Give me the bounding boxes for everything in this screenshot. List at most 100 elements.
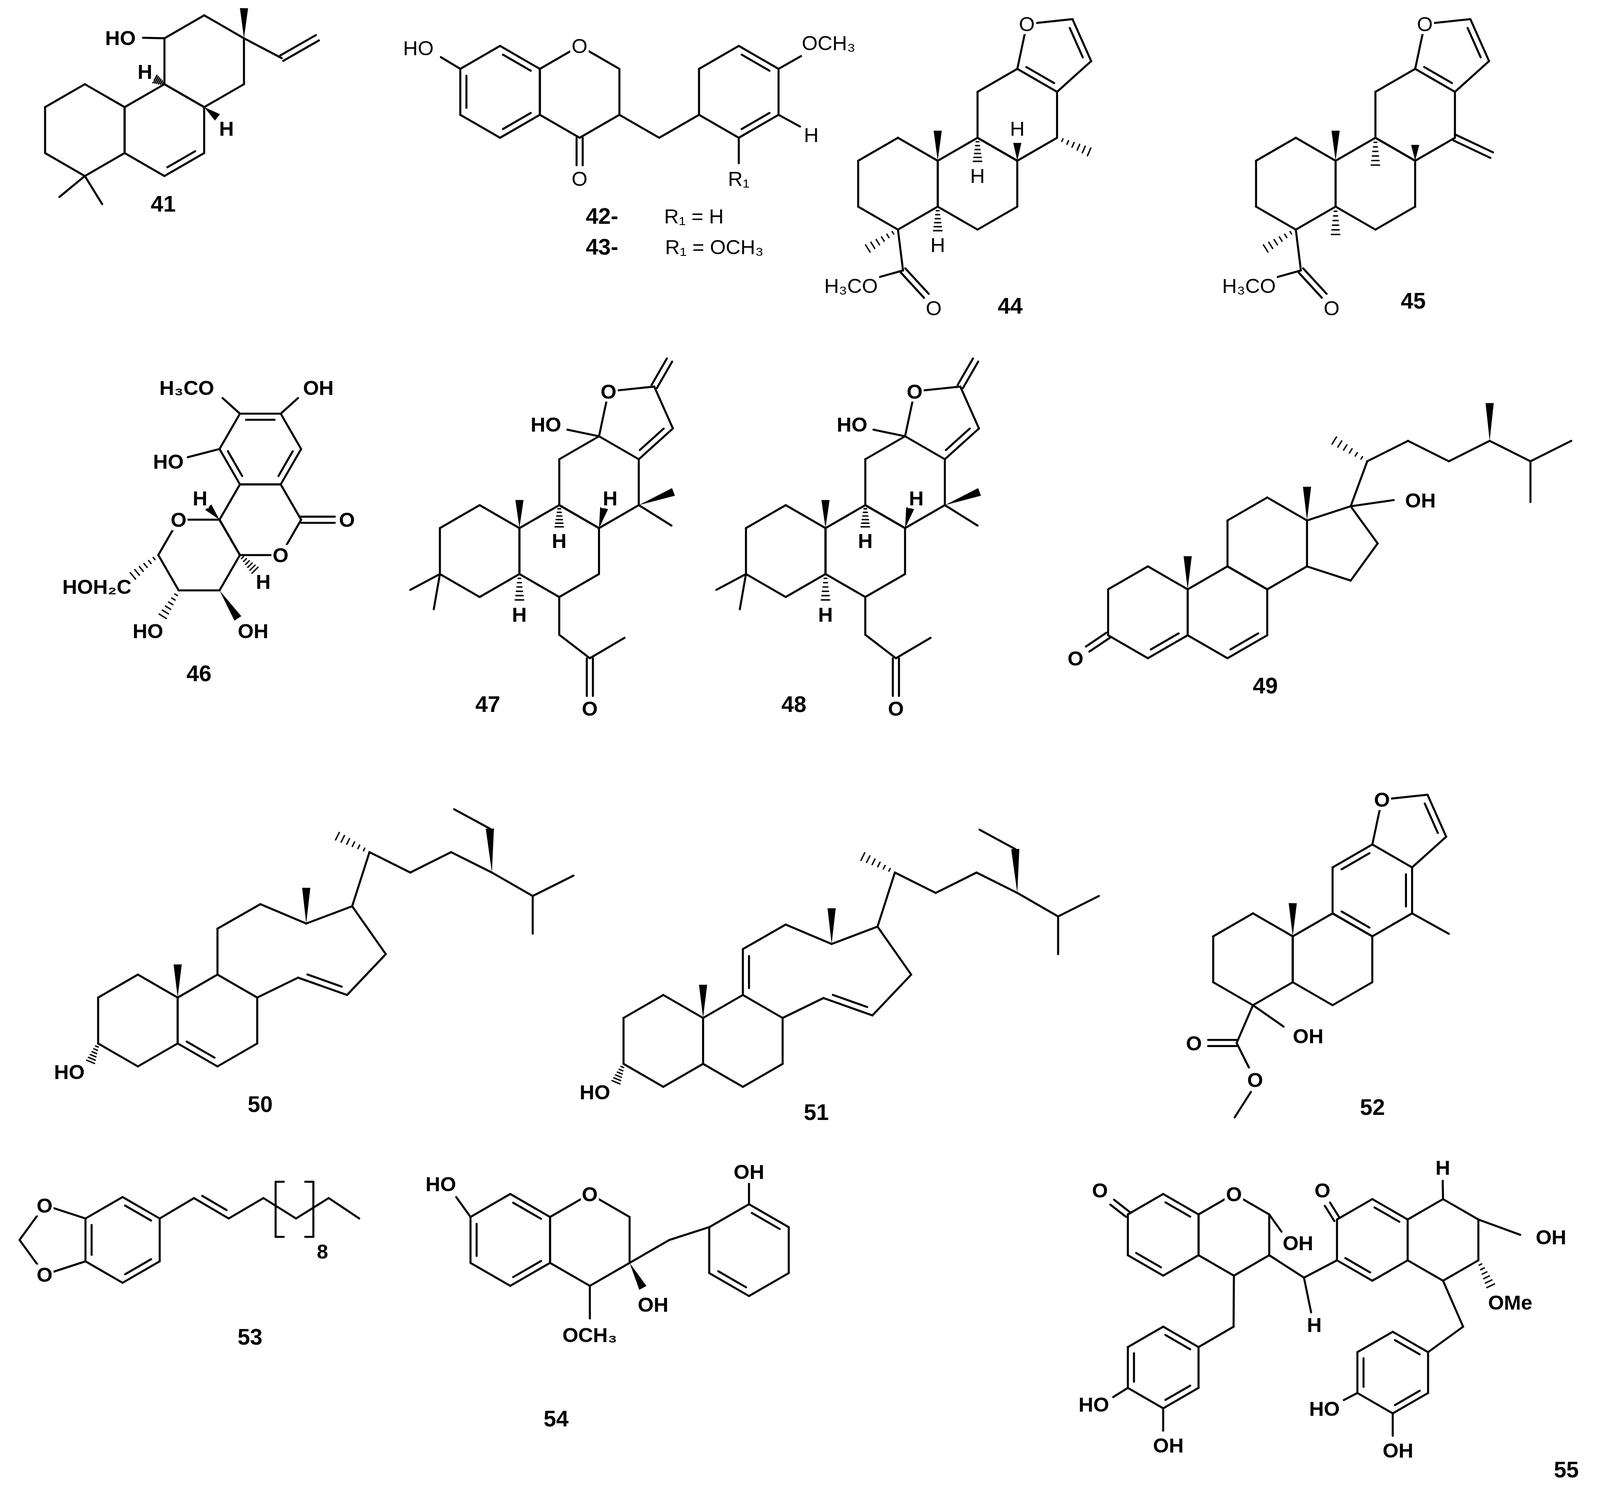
bond-line [697,68,700,115]
bond-line [1374,1207,1400,1222]
compound-number: 41 [149,192,177,216]
bond-line [619,114,660,138]
bond-line [204,15,244,38]
bond-line [588,1285,591,1319]
bond-line [1341,911,1370,928]
bond-line [1252,981,1293,1005]
bond-line [1479,1263,1495,1288]
bond-line [440,57,461,70]
bond-line [125,1205,152,1221]
bond-line [1126,1346,1129,1388]
bond-line [451,852,493,873]
bond-line [831,926,878,944]
bond-line [708,1226,711,1273]
atom-label: HO [424,1173,458,1194]
atom-label: HO [835,414,869,435]
bond-line [98,974,138,997]
bond-line [741,948,744,995]
atom-label: H [929,234,947,255]
bond-line [1288,903,1297,937]
bond-line [873,429,906,437]
atom-label: OMe [1486,1291,1534,1313]
bond-line [976,872,1018,893]
bond-line [243,38,282,59]
atom-label: O [1415,13,1435,35]
bond-line [865,504,905,528]
bond-line [278,451,293,477]
bond-line [519,504,560,528]
bond-line [219,519,240,555]
bond-line [628,1216,631,1263]
bond-line [1477,1219,1480,1260]
bond-line [302,887,311,924]
bond-line [1256,206,1296,230]
bond-line [1324,1202,1340,1221]
atom-label: H₃CO [822,275,880,296]
bond-line [263,1197,296,1218]
bond-line [305,1180,314,1183]
bond-line [860,852,890,872]
bond-line [742,924,786,949]
bond-line [623,1063,664,1087]
bond-line [781,1017,784,1064]
bond-line [241,556,258,574]
bond-line [158,1218,161,1262]
bond-line [124,84,165,108]
bond-line [669,1226,710,1240]
bond-line [897,137,938,161]
bond-line [977,137,1018,161]
bond-line [167,151,196,168]
bond-line [1337,1198,1373,1220]
bond-line [1234,1091,1252,1118]
bond-line [410,573,440,590]
bond-line [976,91,979,138]
atom-label: HO [1077,1393,1111,1415]
bond-line [239,483,281,486]
bond-line [558,596,561,635]
bond-line [946,428,971,451]
bond-line [1407,1198,1444,1220]
atom-label: HO [529,414,563,435]
atom-label: OH [1381,1439,1415,1461]
bond-line [1345,1257,1371,1273]
bond-line [1302,486,1311,521]
bond-line [1017,892,1059,917]
bond-line [825,504,866,528]
bond-line [158,554,179,591]
bond-line [1150,633,1179,650]
bond-line [872,974,912,1016]
bond-line [638,504,672,526]
bond-line [751,1212,780,1229]
bond-line [352,905,386,955]
bond-line [1252,913,1293,936]
bond-line [217,974,258,997]
atom-label: O [1224,1183,1244,1204]
atom-label: HO [1307,1398,1342,1419]
bond-line [274,1181,277,1237]
bond-line [576,137,583,166]
bond-line [503,54,531,71]
bond-line [217,903,261,929]
bond-line [1267,497,1307,520]
bond-line [1106,589,1110,636]
bond-line [1372,1259,1408,1281]
bond-line [1455,61,1490,92]
bond-line [1187,635,1228,658]
bond-line [892,658,900,697]
bond-line [538,68,542,115]
atom-label: OH [1281,1232,1315,1253]
bond-line [1128,1193,1164,1215]
bond-line [937,206,978,230]
bond-line [470,1193,511,1217]
bond-line [219,554,240,591]
bond-line [1110,1199,1130,1217]
bond-line [518,527,521,574]
bond-line [663,994,703,1018]
bond-line [246,418,275,421]
atom-label: OH [636,1294,670,1315]
bond-line [216,928,219,975]
bond-line [865,231,894,252]
bond-line [900,268,929,298]
bond-line [1186,589,1189,636]
